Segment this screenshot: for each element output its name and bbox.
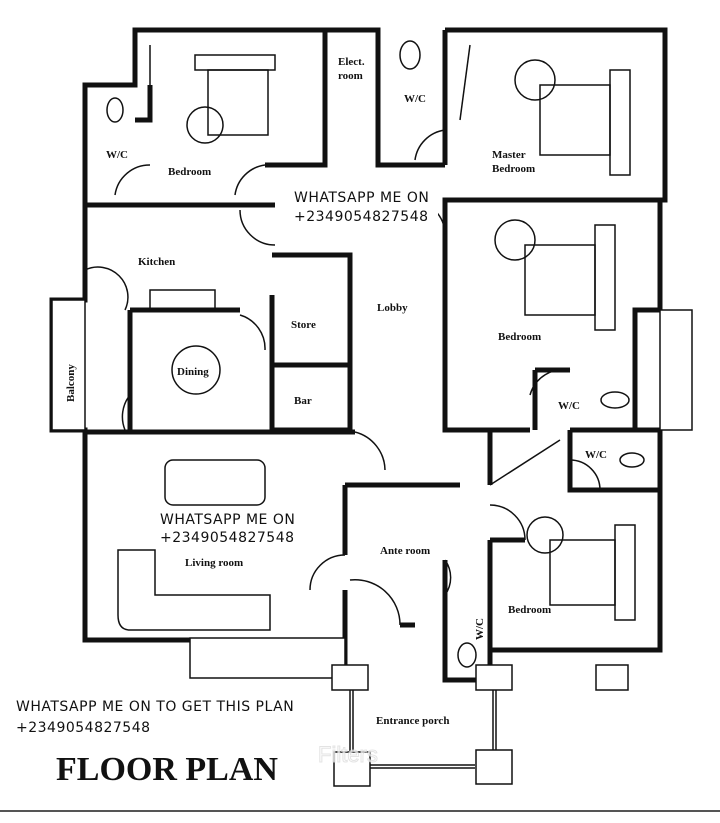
floor-plan-title: FLOOR PLAN bbox=[56, 751, 278, 788]
label-store: Store bbox=[291, 319, 316, 331]
label-living-room: Living room bbox=[185, 557, 243, 569]
label-kitchen: Kitchen bbox=[138, 256, 175, 268]
furniture bbox=[106, 40, 645, 668]
watermark-mid-line1: WHATSAPP ME ON bbox=[160, 512, 295, 528]
label-dining: Dining bbox=[177, 366, 209, 378]
label-master-bedroom-2: Bedroom bbox=[492, 163, 535, 175]
watermark-top-line1: WHATSAPP ME ON bbox=[294, 190, 429, 206]
label-entrance-porch: Entrance porch bbox=[376, 715, 449, 727]
label-elect-room-2: room bbox=[338, 70, 363, 82]
watermark-bottom-line2: +2349054827548 bbox=[16, 720, 151, 736]
label-balcony: Balcony bbox=[65, 364, 77, 402]
label-bedroom-top-left: Bedroom bbox=[168, 166, 211, 178]
label-wc-bottom: W/C bbox=[474, 618, 486, 640]
label-bar: Bar bbox=[294, 395, 312, 407]
label-lobby: Lobby bbox=[377, 302, 408, 314]
label-master-bedroom-1: Master bbox=[492, 149, 526, 161]
watermark-bottom-line1: WHATSAPP ME ON TO GET THIS PLAN bbox=[16, 699, 294, 715]
label-wc-right: W/C bbox=[558, 400, 580, 412]
label-wc-top-left: W/C bbox=[106, 149, 128, 161]
walls bbox=[49, 27, 693, 683]
label-wc-right-lower: W/C bbox=[585, 449, 607, 461]
watermark-mid-line2: +2349054827548 bbox=[160, 530, 295, 546]
label-elect-room-1: Elect. bbox=[338, 56, 365, 68]
label-ante-room: Ante room bbox=[380, 545, 430, 557]
watermark-top-line2: +2349054827548 bbox=[294, 209, 429, 225]
label-bedroom-right: Bedroom bbox=[498, 331, 541, 343]
entrance-porch-structure bbox=[331, 664, 629, 787]
label-bedroom-bottom-right: Bedroom bbox=[508, 604, 551, 616]
filters-overlay: Filters bbox=[318, 742, 378, 767]
label-wc-top: W/C bbox=[404, 93, 426, 105]
